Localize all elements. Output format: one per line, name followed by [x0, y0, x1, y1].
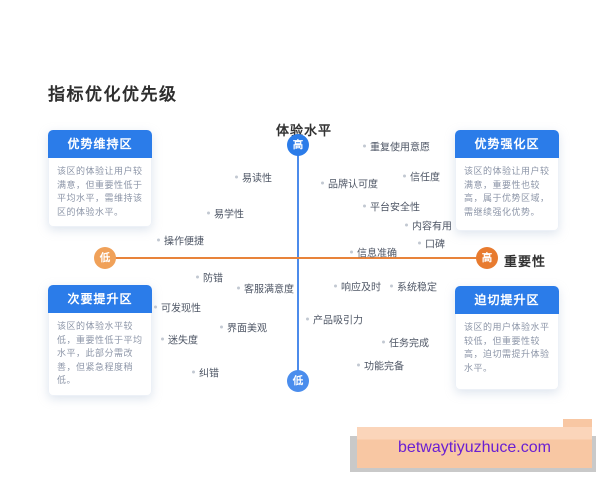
point-label: 功能完备	[364, 361, 404, 373]
point-label: 纠错	[199, 368, 219, 380]
point-label: 信任度	[410, 172, 440, 184]
quadrant-card-description: 该区的用户体验水平较低，但重要性较高，迫切需提升体验水平。	[455, 314, 559, 390]
watermark-link[interactable]: betwaytiyuzhuce.com	[357, 427, 592, 468]
chart-point: 重复使用意愿	[363, 139, 430, 154]
point-label: 信息准确	[357, 248, 397, 260]
chart-point: 口碑	[418, 236, 445, 251]
quadrant-card-title: 优势强化区	[455, 130, 559, 158]
point-dot	[207, 211, 210, 215]
point-label: 操作便捷	[164, 236, 204, 248]
chart-point: 功能完备	[357, 358, 404, 373]
importance-axis-line	[105, 257, 487, 259]
experience-high-marker: 高	[287, 134, 309, 156]
point-label: 客服满意度	[244, 284, 294, 296]
chart-point: 系统稳定	[390, 279, 437, 294]
point-dot	[196, 275, 199, 279]
point-dot	[390, 284, 393, 288]
experience-axis-line	[297, 145, 299, 381]
point-label: 响应及时	[341, 282, 381, 294]
point-dot	[321, 181, 324, 185]
point-label: 产品吸引力	[313, 315, 363, 327]
point-dot	[154, 305, 157, 309]
chart-point: 客服满意度	[237, 281, 294, 296]
chart-point: 迷失度	[161, 332, 198, 347]
experience-low-marker: 低	[287, 370, 309, 392]
quadrant-card-title: 优势维持区	[48, 130, 152, 158]
importance-axis-label: 重要性	[504, 254, 547, 269]
quadrant-card-urgent-improve: 迫切提升区 该区的用户体验水平较低，但重要性较高，迫切需提升体验水平。	[455, 286, 559, 390]
chart-point: 界面美观	[220, 320, 267, 335]
chart-point: 易学性	[207, 206, 244, 221]
point-label: 口碑	[425, 239, 445, 251]
point-label: 品牌认可度	[328, 179, 378, 191]
point-label: 迷失度	[168, 335, 198, 347]
point-label: 内容有用	[412, 221, 452, 233]
point-label: 防错	[203, 273, 223, 285]
quadrant-card-advantage-maintain: 优势维持区 该区的体验让用户较满意，但重要性低于平均水平，需维持该区的体验水平。	[48, 130, 152, 227]
importance-low-marker: 低	[94, 247, 116, 269]
point-dot	[192, 370, 195, 374]
experience-axis-label: 体验水平	[276, 123, 333, 138]
chart-point: 品牌认可度	[321, 176, 378, 191]
point-label: 易读性	[242, 173, 272, 185]
point-dot	[405, 223, 408, 227]
point-label: 界面美观	[227, 323, 267, 335]
point-label: 系统稳定	[397, 282, 437, 294]
point-dot	[235, 175, 238, 179]
point-dot	[157, 238, 160, 242]
point-label: 任务完成	[389, 338, 429, 350]
point-dot	[418, 241, 421, 245]
point-dot	[350, 250, 353, 254]
chart-point: 防错	[196, 270, 223, 285]
chart-point: 纠错	[192, 365, 219, 380]
chart-point: 产品吸引力	[306, 312, 363, 327]
point-dot	[403, 174, 406, 178]
point-label: 重复使用意愿	[370, 142, 430, 154]
chart-point: 信任度	[403, 169, 440, 184]
quadrant-card-description: 该区的体验水平较低，重要性低于平均水平，此部分需改善，但紧急程度稍低。	[48, 313, 152, 396]
watermark-notch	[563, 419, 592, 428]
chart-point: 信息准确	[350, 245, 397, 260]
point-dot	[363, 204, 366, 208]
point-dot	[237, 286, 240, 290]
quadrant-card-title: 次要提升区	[48, 285, 152, 313]
point-dot	[306, 317, 309, 321]
point-label: 可发现性	[161, 303, 201, 315]
quadrant-card-advantage-strengthen: 优势强化区 该区的体验让用户较满意，重要性也较高，属于优势区域，需继续强化优势。	[455, 130, 559, 231]
point-dot	[220, 325, 223, 329]
importance-high-marker: 高	[476, 247, 498, 269]
quadrant-card-title: 迫切提升区	[455, 286, 559, 314]
chart-point: 任务完成	[382, 335, 429, 350]
quadrant-card-secondary-improve: 次要提升区 该区的体验水平较低，重要性低于平均水平，此部分需改善，但紧急程度稍低…	[48, 285, 152, 396]
point-dot	[357, 363, 360, 367]
quadrant-card-description: 该区的体验让用户较满意，但重要性低于平均水平，需维持该区的体验水平。	[48, 158, 152, 227]
chart-point: 内容有用	[405, 218, 452, 233]
quadrant-card-description: 该区的体验让用户较满意，重要性也较高，属于优势区域，需继续强化优势。	[455, 158, 559, 231]
point-label: 易学性	[214, 209, 244, 221]
chart-point: 易读性	[235, 170, 272, 185]
chart-point: 操作便捷	[157, 233, 204, 248]
chart-point: 平台安全性	[363, 199, 420, 214]
point-dot	[334, 284, 337, 288]
chart-point: 响应及时	[334, 279, 381, 294]
point-dot	[161, 337, 164, 341]
point-dot	[382, 340, 385, 344]
chart-point: 可发现性	[154, 300, 201, 315]
point-label: 平台安全性	[370, 202, 420, 214]
point-dot	[363, 144, 366, 148]
page-title: 指标优化优先级	[48, 85, 178, 104]
